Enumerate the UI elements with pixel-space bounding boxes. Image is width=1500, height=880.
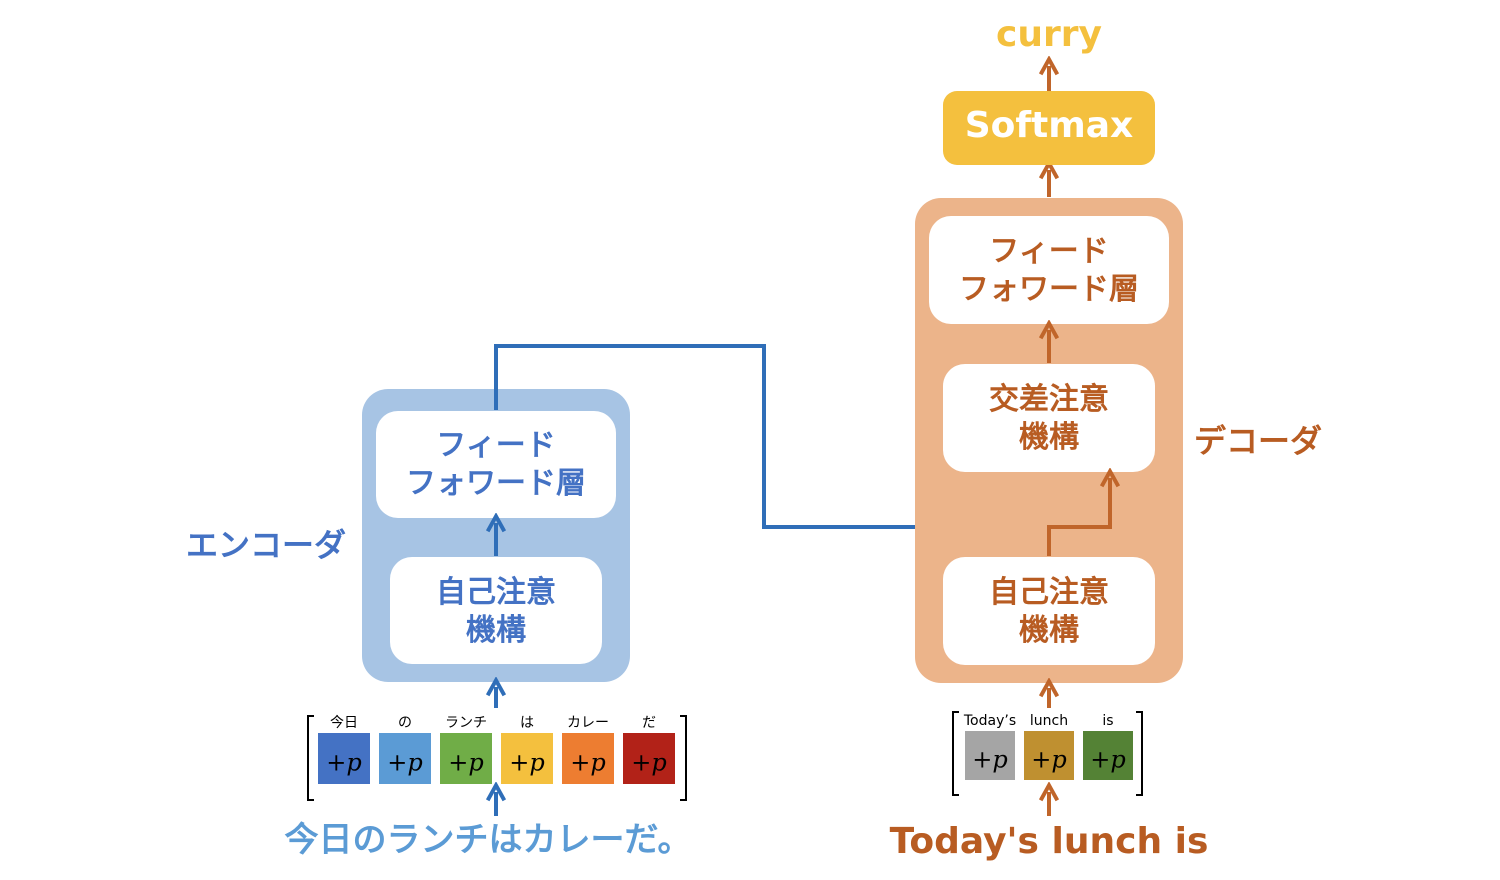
- encoder-positional-encoding-label: +p: [509, 749, 544, 777]
- encoder-self-attention-label-line2: 機構: [466, 613, 526, 648]
- softmax-label: Softmax: [965, 105, 1134, 146]
- decoder-token-bracket-right: [1136, 711, 1143, 796]
- softmax-box: [943, 91, 1155, 165]
- decoder-token-label: Today’s: [963, 713, 1016, 729]
- decoder-self-to-cross-arrow: [1047, 478, 1110, 556]
- decoder-token-label: is: [1102, 713, 1113, 729]
- decoder-self-attention-box: [943, 557, 1155, 665]
- encoder-ffn-label-line1: フィード: [436, 428, 555, 463]
- decoder-token-row: Today’s +p lunch +p is +p: [963, 713, 1133, 780]
- encoder-self-attention-box: [390, 557, 602, 664]
- encoder-token-embedding: [379, 733, 431, 784]
- output-word: curry: [996, 14, 1102, 55]
- decoder-cross-attention-box: [943, 364, 1155, 472]
- encoder-token-embedding: [318, 733, 370, 784]
- encoder-positional-encoding-label: +p: [387, 749, 422, 777]
- decoder-cross-attention-label-line1: 交差注意: [989, 382, 1109, 417]
- encoder-token-bracket-right: [680, 715, 687, 801]
- decoder-label: デコーダ: [1194, 422, 1322, 460]
- encoder-token-bracket-left: [307, 715, 314, 801]
- encoder-self-attention-label-line1: 自己注意: [436, 575, 556, 610]
- encoder-positional-encoding-label: +p: [448, 749, 483, 777]
- encoder-token-embedding: [623, 733, 675, 784]
- encoder-token-embedding: [440, 733, 492, 784]
- decoder-cross-attention-label-line2: 機構: [1019, 420, 1079, 455]
- encoder-ffn-box: [376, 411, 616, 518]
- encoder-token-embedding: [562, 733, 614, 784]
- decoder-token-embedding: [1024, 731, 1074, 780]
- decoder-token-label: lunch: [1030, 713, 1068, 729]
- encoder-positional-encoding-label: +p: [570, 749, 605, 777]
- encoder-token-embedding: [501, 733, 553, 784]
- decoder-token-bracket-left: [952, 711, 959, 796]
- input-sentence: 今日のランチはカレーだ。: [285, 820, 692, 860]
- encoder-positional-encoding-label: +p: [631, 749, 666, 777]
- encoder-token-label: 今日: [330, 715, 358, 731]
- output-sentence: Today's lunch is: [890, 821, 1209, 862]
- encoder-token-row: 今日 +p の +p ランチ +p は +p カレー +p だ +p: [318, 715, 675, 784]
- decoder-positional-encoding-label: +p: [1090, 745, 1125, 773]
- encoder-token-label: の: [398, 715, 412, 731]
- decoder-token-embedding: [1083, 731, 1133, 780]
- encoder-token-label: カレー: [567, 715, 609, 731]
- encoder-label: エンコーダ: [186, 526, 346, 564]
- encoder-positional-encoding-label: +p: [326, 749, 361, 777]
- decoder-positional-encoding-label: +p: [972, 745, 1007, 773]
- decoder-self-attention-label-line2: 機構: [1019, 613, 1079, 648]
- decoder-ffn-box: [929, 216, 1169, 324]
- encoder-token-label: だ: [642, 715, 656, 731]
- decoder-self-attention-label-line1: 自己注意: [989, 575, 1109, 610]
- decoder-positional-encoding-label: +p: [1031, 745, 1066, 773]
- encoder-token-label: は: [520, 715, 534, 731]
- decoder-ffn-label-line1: フィード: [989, 234, 1108, 269]
- encoder-token-label: ランチ: [445, 715, 487, 731]
- decoder-token-embedding: [965, 731, 1015, 780]
- decoder-ffn-label-line2: フォワード層: [959, 272, 1139, 307]
- encoder-ffn-label-line2: フォワード層: [406, 466, 586, 501]
